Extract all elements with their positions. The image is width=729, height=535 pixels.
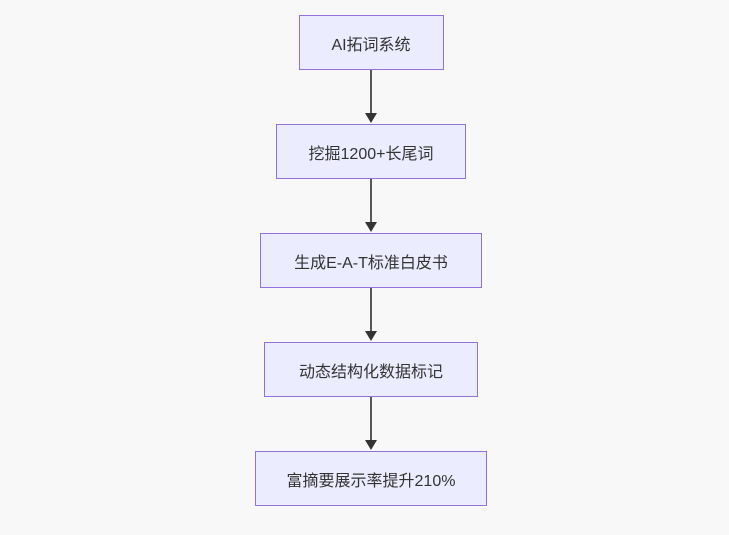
node-label: 生成E-A-T标准白皮书 <box>294 254 448 272</box>
arrow-down-icon <box>363 397 379 451</box>
arrow-head-icon <box>365 222 377 232</box>
node-label: 动态结构化数据标记 <box>298 363 443 381</box>
flowchart-node-3: 生成E-A-T标准白皮书 <box>260 233 482 288</box>
arrow-down-icon <box>363 179 379 233</box>
flowchart-node-2: 挖掘1200+长尾词 <box>276 124 466 179</box>
flowchart-node-4: 动态结构化数据标记 <box>264 342 478 397</box>
arrow-line <box>370 70 372 115</box>
arrow-head-icon <box>365 440 377 450</box>
flowchart-node-1: AI拓词系统 <box>298 15 444 70</box>
arrow-head-icon <box>365 331 377 341</box>
flowchart-node-5: 富摘要展示率提升210% <box>255 451 487 506</box>
arrow-head-icon <box>365 113 377 123</box>
node-label: AI拓词系统 <box>331 36 411 54</box>
arrow-down-icon <box>363 288 379 342</box>
arrow-line <box>370 288 372 333</box>
arrow-line <box>370 397 372 442</box>
flowchart: AI拓词系统 挖掘1200+长尾词 生成E-A-T标准白皮书 动态结构化数据标记 <box>255 15 487 506</box>
arrow-down-icon <box>363 70 379 124</box>
arrow-line <box>370 179 372 224</box>
node-label: 挖掘1200+长尾词 <box>308 145 434 163</box>
node-label: 富摘要展示率提升210% <box>286 472 456 490</box>
